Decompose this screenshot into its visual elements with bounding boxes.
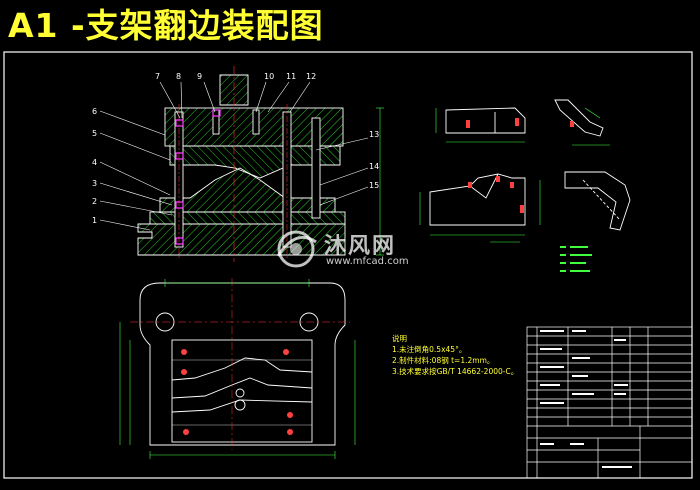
sheet-border — [3, 51, 693, 479]
watermark-logo-icon — [276, 230, 317, 268]
title-block — [526, 326, 693, 479]
notes-line-1: 1.未注倒角0.5x45°。 — [392, 345, 467, 354]
plan-dimensions — [119, 279, 356, 459]
watermark: 沐风网 www.mfcad.com — [272, 226, 432, 276]
notes-line-3: 3.技术要求按GB/T 14662-2000-C。 — [392, 367, 519, 376]
callout-15: 15 — [369, 181, 380, 190]
callout-7: 7 — [155, 72, 161, 81]
callout-10: 10 — [264, 72, 275, 81]
callout-8: 8 — [176, 72, 182, 81]
callout-14: 14 — [369, 162, 380, 171]
callout-leaders — [99, 81, 369, 231]
callout-6: 6 — [92, 107, 98, 116]
watermark-url: www.mfcad.com — [326, 256, 409, 267]
part-spec-marks — [560, 246, 592, 272]
pin-markers — [175, 109, 221, 245]
section-view — [137, 66, 346, 262]
section-dimension — [376, 107, 384, 256]
plan-red-marks — [181, 349, 293, 435]
callout-3: 3 — [92, 179, 98, 188]
part-views — [429, 99, 631, 231]
drawing-title: A1 -支架翻边装配图 — [8, 6, 324, 45]
callout-5: 5 — [92, 129, 98, 138]
part-red-marks — [466, 118, 574, 213]
callout-4: 4 — [92, 158, 98, 167]
plan-view — [139, 282, 346, 446]
part-dimensions — [419, 107, 610, 243]
technical-notes: 说明 1.未注倒角0.5x45°。 2.制件材料:08钢 t=1.2mm。 3.… — [392, 333, 518, 377]
callout-2: 2 — [92, 197, 98, 206]
callout-12: 12 — [306, 72, 317, 81]
callout-9: 9 — [197, 72, 203, 81]
callout-11: 11 — [286, 72, 297, 81]
title-block-marks — [540, 330, 632, 468]
callout-1: 1 — [92, 216, 98, 225]
callout-13: 13 — [369, 130, 380, 139]
notes-heading: 说明 — [392, 334, 407, 343]
watermark-brand: 沐风网 — [324, 234, 397, 259]
plan-centerlines — [130, 278, 350, 450]
notes-line-2: 2.制件材料:08钢 t=1.2mm。 — [392, 356, 495, 365]
